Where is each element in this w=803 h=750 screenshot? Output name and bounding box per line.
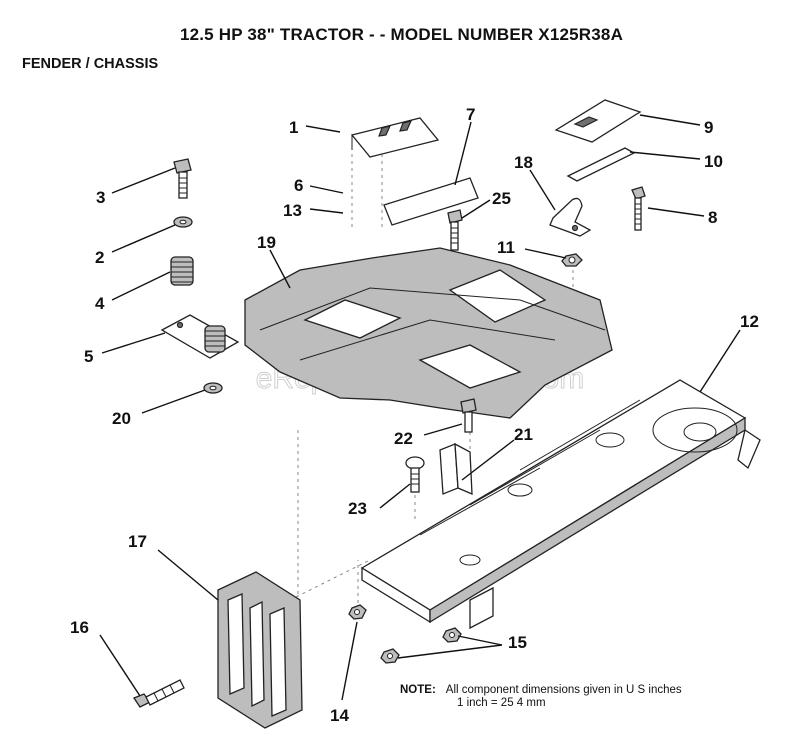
part-25-bolt [447,209,463,251]
callout-10: 10 [704,152,723,171]
diagram-title: 12.5 HP 38" TRACTOR - - MODEL NUMBER X12… [179,25,624,44]
callout-21: 21 [514,425,533,444]
part-15-nuts [380,627,462,664]
callout-6: 6 [294,176,303,195]
part-2-washer [173,216,193,228]
callout-3: 3 [96,188,105,207]
part-1-seat-bracket [350,117,440,158]
note-line-2: 1 inch = 25 4 mm [457,697,546,709]
part-21-bracket [439,442,473,496]
callout-7: 7 [466,105,475,124]
callout-16: 16 [70,618,89,637]
callout-12: 12 [740,312,759,331]
note-label: NOTE: [400,684,436,696]
callout-labels: 1 7 9 18 10 6 13 3 25 8 2 19 11 4 12 5 2… [70,105,759,725]
callout-18: 18 [514,153,533,172]
part-17-rear-plate [217,571,303,729]
note-line-1: All component dimensions given in U S in… [445,684,682,696]
callout-20: 20 [112,409,131,428]
part-20-washer [203,382,223,394]
part-16-bolt [133,679,185,708]
part-22-bolt [460,398,477,433]
callout-8: 8 [708,208,717,227]
part-3-bolt [173,158,192,199]
part-11-nut [561,253,583,267]
callout-14: 14 [330,706,349,725]
part-12-frame [360,379,761,630]
callout-4: 4 [95,294,105,313]
assembly-guide-lines [289,140,574,610]
callout-9: 9 [704,118,713,137]
callout-2: 2 [95,248,104,267]
callout-25: 25 [492,189,511,208]
part-5-spring-bracket [160,314,240,359]
callout-15: 15 [508,633,527,652]
part-14-nut [348,604,367,620]
dimension-note: NOTE: All component dimensions given in U… [400,684,682,710]
part-18-clamp [549,197,592,237]
diagram-subtitle: FENDER / CHASSIS [22,56,159,72]
part-4-spring [170,256,194,286]
callout-1: 1 [289,118,298,137]
part-8-bolt [631,186,646,231]
part-23-bolt [405,456,425,493]
part-7-decal [383,177,479,226]
part-9-clip [554,99,642,143]
callout-19: 19 [257,233,276,252]
callout-23: 23 [348,499,367,518]
leader-lines [99,114,741,701]
callout-22: 22 [394,429,413,448]
callout-11: 11 [497,238,515,257]
part-19-fender [244,247,613,419]
callout-17: 17 [128,532,147,551]
callout-13: 13 [283,201,302,220]
callout-5: 5 [84,347,93,366]
part-10-strap [566,147,636,182]
